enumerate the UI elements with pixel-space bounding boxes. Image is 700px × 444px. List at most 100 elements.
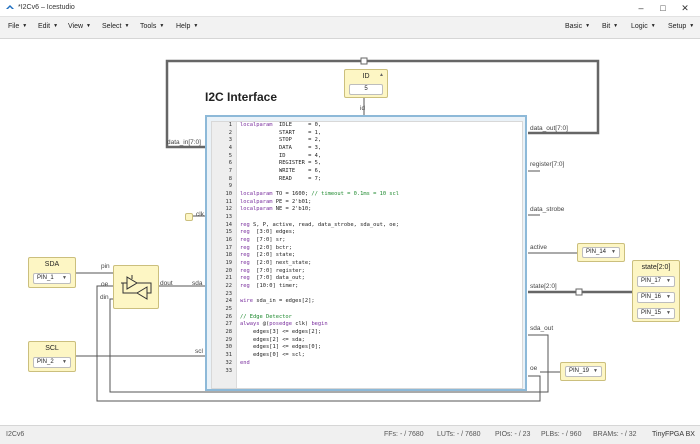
scl-pin-select[interactable]: PIN_2 ▼ (33, 357, 71, 368)
oe-pin-select[interactable]: PIN_19▼ (565, 366, 602, 377)
chevron-down-icon: ▼ (689, 23, 695, 29)
line-number: 3 (228, 137, 232, 144)
id-value-field[interactable]: 5 (349, 84, 383, 95)
window-title: *I2Cv6 – Icestudio (18, 4, 75, 11)
port-scl: scl (195, 348, 203, 355)
oe-output-block[interactable]: PIN_19▼ (560, 362, 606, 381)
maximize-icon[interactable]: □ (660, 3, 666, 13)
tristate-buffer-icon (121, 275, 152, 300)
chevron-down-icon: ▼ (22, 23, 28, 29)
line-number: 10 (225, 191, 233, 198)
code-line: DATA = 3, (240, 145, 322, 152)
menu-logic[interactable]: Logic▼ (631, 23, 656, 30)
chevron-down-icon: ▼ (86, 23, 91, 29)
active-output-block[interactable]: PIN_14▼ (577, 243, 625, 262)
scl-pin-value: PIN_2 (37, 359, 54, 365)
sda-pin-select[interactable]: PIN_1▼ (33, 273, 71, 284)
state-pin-select-0[interactable]: PIN_17▼ (637, 276, 675, 287)
menu-basic-label: Basic (565, 23, 583, 30)
tristate-pin-label: pin (101, 263, 110, 270)
code-line: reg [2:0] bctr; (240, 244, 292, 251)
port-data-out: data_out[7:0] (530, 125, 568, 132)
port-data-strobe: data_strobe (530, 206, 565, 213)
brams-count: BRAMs: - / 32 (593, 431, 637, 438)
menu-bit[interactable]: Bit▼ (602, 23, 618, 30)
menu-bit-label: Bit (602, 23, 611, 30)
sda-pin-value: PIN_1 (37, 275, 54, 281)
chevron-down-icon: ▼ (124, 23, 130, 29)
title-bar: *I2Cv6 – Icestudio – □ ✕ (0, 0, 700, 17)
code-line (240, 368, 399, 376)
code-line: reg [7:0] data_out; (240, 275, 305, 282)
port-clk: clk (196, 211, 204, 218)
menu-view[interactable]: View▼ (68, 23, 91, 30)
line-number: 33 (225, 367, 233, 374)
code-line (240, 291, 399, 299)
chevron-down-icon: ▼ (666, 278, 671, 284)
state-output-block[interactable]: state[2:0] PIN_17▼ PIN_16▼ PIN_15▼ (632, 260, 680, 322)
menu-help[interactable]: Help▼ (176, 23, 198, 30)
active-pin-select[interactable]: PIN_14▼ (582, 247, 620, 258)
port-sda: sda (192, 280, 203, 287)
line-number: 31 (225, 352, 233, 359)
module-title: I2C Interface (205, 90, 278, 104)
pios-count: PIOs: - / 23 (495, 431, 531, 438)
line-number: 16 (225, 237, 233, 244)
id-constant-block[interactable]: ID ▲ 5 (344, 69, 388, 98)
tristate-din-label: din (100, 294, 109, 301)
menu-edit-label: Edit (38, 23, 51, 30)
line-number: 23 (225, 290, 233, 297)
lock-icon[interactable]: ▲ (379, 72, 384, 78)
code-line: STOP = 2, (240, 137, 322, 144)
code-line: edges[0] <= scl; (240, 352, 305, 359)
menu-tools[interactable]: Tools▼ (140, 23, 164, 30)
minimize-icon[interactable]: – (638, 3, 644, 13)
menu-view-label: View (68, 23, 84, 30)
tristate-oe-label: oe (101, 281, 109, 288)
line-number: 14 (225, 221, 233, 228)
code-line: // Edge Detector (240, 313, 292, 320)
code-line: wire sda_in = edges[2]; (240, 298, 315, 305)
close-icon[interactable]: ✕ (681, 3, 689, 13)
bus-junction-state (575, 288, 583, 296)
code-line (240, 306, 399, 314)
menu-select[interactable]: Select▼ (102, 23, 129, 30)
chevron-down-icon: ▼ (159, 23, 165, 29)
code-line (240, 183, 399, 191)
menu-logic-label: Logic (631, 23, 648, 30)
scl-input-block[interactable]: SCL PIN_2▼ (28, 341, 76, 372)
project-name: I2Cv6 (6, 431, 25, 438)
icestudio-logo-icon (6, 5, 14, 9)
code-line: REGISTER = 5, (240, 160, 322, 167)
chevron-down-icon: ▼ (613, 23, 619, 29)
id-port-label: id (360, 105, 366, 112)
menu-basic[interactable]: Basic▼ (565, 23, 590, 30)
line-number: 22 (225, 283, 233, 290)
line-number: 5 (228, 152, 232, 159)
clk-input-block[interactable] (185, 213, 193, 221)
port-state: state[2:0] (530, 283, 557, 290)
state-pin-select-2[interactable]: PIN_15▼ (637, 308, 675, 319)
code-line: reg [3:0] edges; (240, 229, 296, 236)
menu-edit[interactable]: Edit▼ (38, 23, 58, 30)
chevron-down-icon: ▼ (62, 359, 67, 365)
sda-input-block[interactable]: SDA PIN_1▼ (28, 257, 76, 288)
line-number: 1 (228, 122, 232, 128)
menu-file[interactable]: File▼ (8, 23, 27, 30)
tristate-buffer-block[interactable] (113, 265, 159, 309)
line-number: 29 (225, 336, 233, 343)
menu-setup[interactable]: Setup▼ (668, 23, 694, 30)
code-line: always @(posedge clk) begin (240, 321, 328, 328)
port-oe: oe (530, 365, 538, 372)
board-name[interactable]: TinyFPGA BX (652, 431, 695, 438)
line-number: 27 (225, 321, 233, 328)
line-number: 15 (225, 229, 233, 236)
state-pin-select-1[interactable]: PIN_16▼ (637, 292, 675, 303)
port-sda-out: sda_out (530, 325, 554, 332)
line-number: 12 (225, 206, 233, 213)
line-number: 7 (228, 168, 232, 175)
